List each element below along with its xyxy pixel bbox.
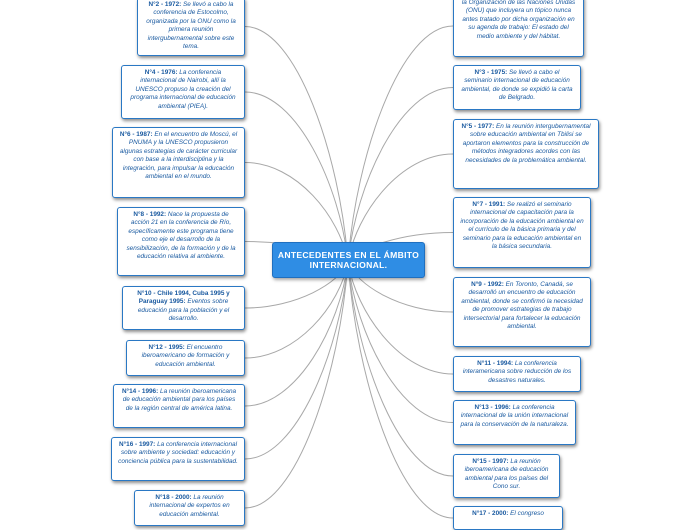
node-text: La reunión internacional de expertos en …	[149, 494, 230, 518]
node-date: N°11 - 1994:	[477, 360, 514, 367]
topic-node[interactable]: N°3 - 1975: Se llevó a cabo el seminario…	[453, 65, 581, 110]
node-text: La conferencia internacional de Nairobi,…	[130, 69, 236, 110]
connector-line	[244, 26, 349, 263]
connector-line	[244, 261, 349, 509]
node-date: N°3 - 1975:	[474, 69, 508, 76]
topic-node[interactable]: N°7 - 1991: Se realizó el seminario inte…	[453, 197, 591, 268]
node-date: N°10 - Chile 1994, Cuba 1995 y Paraguay …	[137, 290, 230, 306]
topic-node[interactable]: N°10 - Chile 1994, Cuba 1995 y Paraguay …	[122, 286, 245, 330]
topic-node[interactable]: N°5 - 1977: En la reunión intergubername…	[453, 119, 599, 189]
topic-node[interactable]: N°16 - 1997: La conferencia internaciona…	[111, 437, 245, 481]
node-date: N°13 - 1996:	[474, 404, 511, 411]
node-date: N°6 - 1987:	[119, 131, 153, 138]
topic-node[interactable]: N°17 - 2000: El congreso	[453, 506, 563, 530]
connector-line	[347, 261, 454, 519]
node-date: N°18 - 2000:	[155, 494, 192, 501]
node-text: El congreso	[508, 510, 544, 517]
node-date: N°12 - 1995:	[148, 344, 185, 351]
connector-line	[244, 261, 349, 407]
node-date: N°17 - 2000:	[472, 510, 509, 517]
node-text: Se llevó a cabo el seminario internacion…	[461, 69, 573, 102]
connector-line	[347, 25, 454, 263]
topic-node[interactable]: N°8 - 1992: Nace la propuesta de acción …	[117, 207, 245, 276]
connector-line	[244, 261, 349, 460]
node-date: N°2 - 1972:	[148, 1, 182, 8]
topic-node[interactable]: N°14 - 1996: La reunión iberoamericana d…	[113, 384, 245, 428]
topic-node[interactable]: N°18 - 2000: La reunión internacional de…	[134, 490, 245, 526]
topic-node[interactable]: N°2 - 1972: Se llevó a cabo la conferenc…	[137, 0, 245, 56]
connector-line	[347, 261, 454, 375]
node-text: La conferencia internacional sobre ambie…	[118, 441, 238, 465]
topic-node[interactable]: N°6 - 1987: En el encuentro de Moscú, el…	[112, 127, 245, 198]
topic-node[interactable]: N°11 - 1994: La conferencia interamerica…	[453, 356, 581, 392]
topic-node[interactable]: N°4 - 1976: La conferencia internacional…	[121, 65, 245, 119]
node-text: La reunión iberoamericana de educación a…	[464, 458, 549, 491]
node-text: En Toronto, Canadá, se desarrolló un enc…	[461, 281, 583, 331]
node-text: En la reunión intergubernamental sobre e…	[462, 123, 591, 164]
node-text: Eventos sobre educación para la població…	[137, 298, 230, 323]
node-text: Se realizó el seminario internacional de…	[460, 201, 584, 251]
node-date: N°7 - 1991:	[472, 201, 506, 208]
node-date: N°16 - 1997:	[118, 441, 156, 448]
node-date: N°15 - 1997:	[472, 458, 509, 465]
central-topic[interactable]: ANTECEDENTES EN EL ÁMBITO INTERNACIONAL.	[272, 242, 425, 278]
node-text: Se llevó a cabo la conferencia de Estoco…	[146, 1, 236, 51]
node-text: La conferencia internacional de la unión…	[460, 404, 569, 428]
node-date: N°4 - 1976:	[144, 69, 178, 76]
node-date: N°5 - 1977:	[461, 123, 495, 130]
node-text: La conferencia interamericana sobre redu…	[462, 360, 572, 384]
node-text: El encuentro iberoamericano de formación…	[141, 344, 230, 368]
topic-node[interactable]: N°12 - 1995: El encuentro iberoamericano…	[126, 340, 245, 376]
topic-node[interactable]: N°9 - 1992: En Toronto, Canadá, se desar…	[453, 277, 591, 347]
topic-node[interactable]: N°15 - 1997: La reunión iberoamericana d…	[453, 454, 560, 498]
connector-line	[347, 87, 454, 263]
topic-node[interactable]: la Organización de las Naciones Unidas (…	[453, 0, 584, 57]
node-text: la Organización de las Naciones Unidas (…	[461, 0, 576, 40]
connector-line	[347, 261, 454, 423]
node-text: La reunión iberoamericana de educación a…	[122, 388, 237, 412]
connector-line	[347, 261, 454, 477]
node-text: Nace la propuesta de acción 21 en la con…	[126, 211, 236, 261]
node-date: N°8 - 1992:	[133, 211, 167, 218]
node-date: N°9 - 1992:	[471, 281, 504, 288]
node-text: En el encuentro de Moscú, el PNUMA y la …	[119, 131, 238, 181]
connector-line	[244, 91, 349, 263]
topic-node[interactable]: N°13 - 1996: La conferencia internaciona…	[453, 400, 576, 445]
node-date: N°14 - 1996:	[121, 388, 159, 395]
